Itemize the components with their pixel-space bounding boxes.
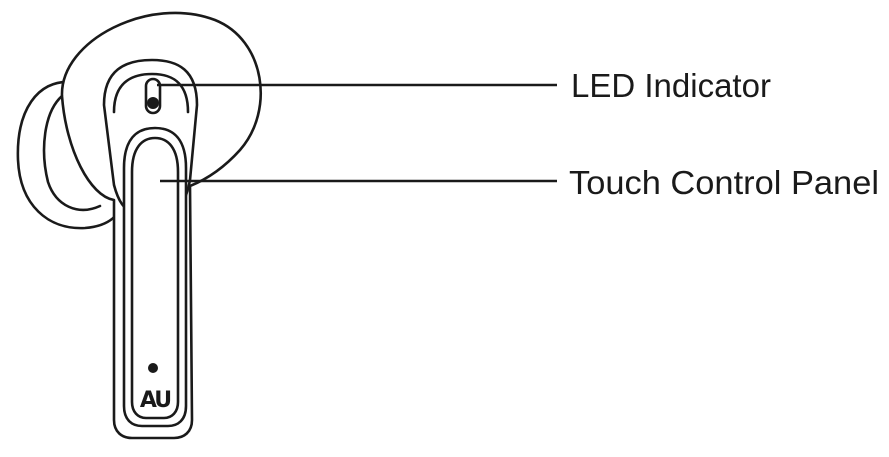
touch-control-panel-label: Touch Control Panel [569, 164, 879, 201]
microphone-dot [148, 363, 158, 373]
brand-logo: AU [140, 388, 170, 413]
led-indicator-label: LED Indicator [571, 67, 771, 104]
touch-control-panel [122, 126, 188, 428]
led-indicator [144, 77, 162, 115]
